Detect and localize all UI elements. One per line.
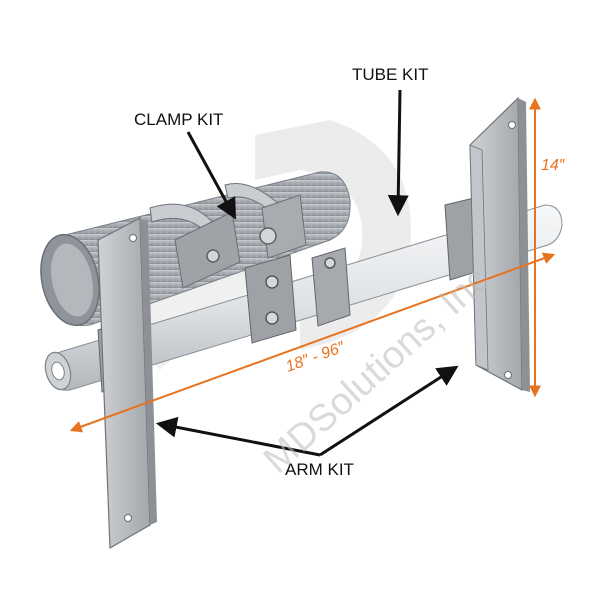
height-dimension-label: 14″: [541, 157, 566, 174]
arm-kit-arrow-right: [319, 365, 459, 457]
clamp-kit-label: CLAMP KIT: [134, 110, 223, 129]
length-dimension-line: [69, 252, 556, 433]
right-arm-plate: [469, 96, 530, 392]
tube-kit-arrow: [387, 89, 409, 217]
clamp-kit-arrow: [186, 131, 237, 220]
left-arm-plate: [97, 217, 157, 550]
tube-kit-label: TUBE KIT: [352, 65, 429, 84]
arm-kit-label: ARM KIT: [285, 460, 354, 479]
arm-kit-arrow-left: [155, 416, 321, 457]
